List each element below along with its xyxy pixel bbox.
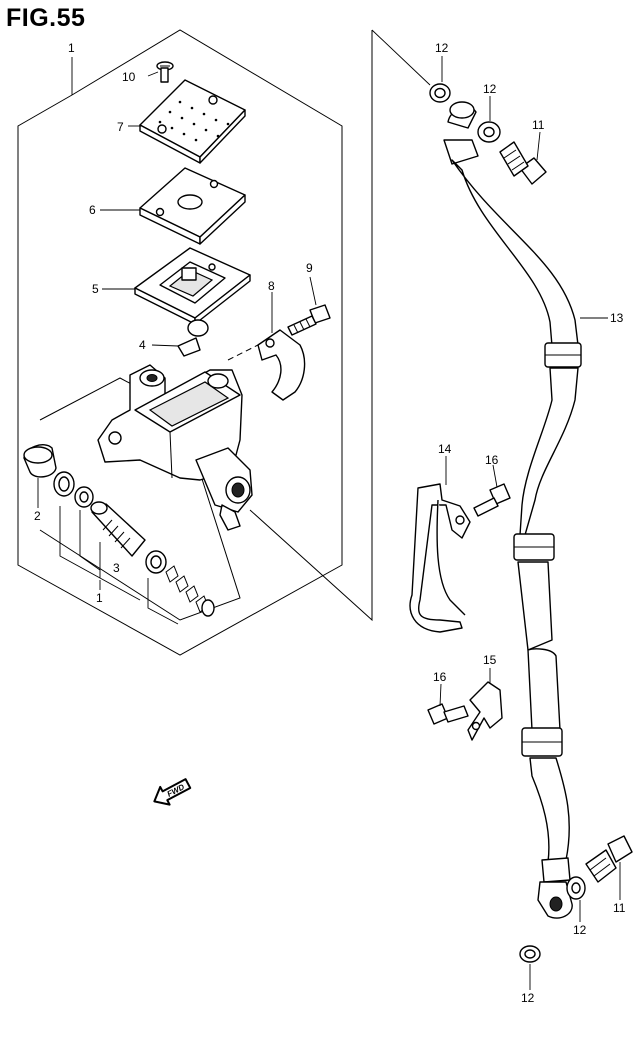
forward-arrow-icon: FWD bbox=[153, 778, 192, 806]
callout-5: 5 bbox=[92, 282, 99, 296]
washer-part-12-lower-right bbox=[566, 876, 586, 922]
bolt-part-9 bbox=[287, 276, 331, 336]
callout-1-top: 1 bbox=[68, 41, 75, 55]
banjo-bolt-part-11-upper bbox=[499, 131, 547, 185]
figure-title: FIG.55 bbox=[6, 4, 86, 32]
circlip bbox=[53, 471, 75, 497]
master-cylinder-body bbox=[97, 364, 253, 531]
dust-boot-part-2 bbox=[23, 444, 57, 508]
hose-group-frame bbox=[249, 29, 431, 622]
reservoir-cap-part-7 bbox=[128, 79, 246, 164]
callout-9: 9 bbox=[306, 261, 313, 275]
clamp-holder-part-8 bbox=[257, 292, 306, 401]
bolt-part-16-lower bbox=[427, 683, 469, 725]
return-spring bbox=[165, 565, 215, 617]
callout-14: 14 bbox=[438, 442, 452, 456]
callout-8: 8 bbox=[268, 279, 275, 293]
callout-12-lower-right: 12 bbox=[573, 923, 587, 937]
piston-part-3 bbox=[90, 501, 146, 557]
diaphragm-part-5 bbox=[102, 247, 251, 325]
wing-nut-part-4 bbox=[151, 319, 209, 357]
hose-bracket-part-14 bbox=[409, 456, 471, 633]
callout-1-bottom: 1 bbox=[96, 591, 103, 605]
callout-11-bottom: 11 bbox=[613, 901, 626, 915]
diaphragm-plate-part-6 bbox=[100, 167, 246, 245]
callout-13: 13 bbox=[610, 311, 624, 325]
piston-washer bbox=[74, 486, 94, 508]
hose-clip-part-15 bbox=[467, 668, 503, 741]
callout-10: 10 bbox=[122, 70, 136, 84]
piston-kit-bracket bbox=[59, 506, 179, 625]
screw-part-10 bbox=[147, 61, 174, 83]
brake-hose-part-13 bbox=[443, 101, 608, 919]
washer-part-12-upper-right bbox=[477, 96, 501, 143]
alignment-line bbox=[227, 344, 259, 361]
callout-3: 3 bbox=[113, 561, 120, 575]
callout-12-lower-left: 12 bbox=[521, 991, 535, 1005]
callout-labels: 1 10 7 6 5 9 8 4 2 3 1 12 12 11 13 14 16… bbox=[34, 41, 626, 1005]
callout-15: 15 bbox=[483, 653, 497, 667]
piston-seal bbox=[145, 550, 167, 574]
assembly-frame bbox=[17, 29, 343, 656]
bolt-part-16-upper bbox=[473, 464, 511, 517]
callout-11-top: 11 bbox=[532, 118, 545, 132]
washer-part-12-upper-left bbox=[429, 56, 451, 103]
callout-16-lower: 16 bbox=[433, 670, 447, 684]
callout-4: 4 bbox=[139, 338, 146, 352]
callout-7: 7 bbox=[117, 120, 124, 134]
piston-kit-frame bbox=[39, 377, 241, 621]
callout-6: 6 bbox=[89, 203, 96, 217]
banjo-bolt-part-11-lower bbox=[585, 835, 633, 900]
washer-part-12-lower-left bbox=[519, 945, 541, 990]
callout-12-upper-left: 12 bbox=[435, 41, 449, 55]
callout-12-upper-right: 12 bbox=[483, 82, 497, 96]
callout-2: 2 bbox=[34, 509, 41, 523]
callout-16-upper: 16 bbox=[485, 453, 499, 467]
